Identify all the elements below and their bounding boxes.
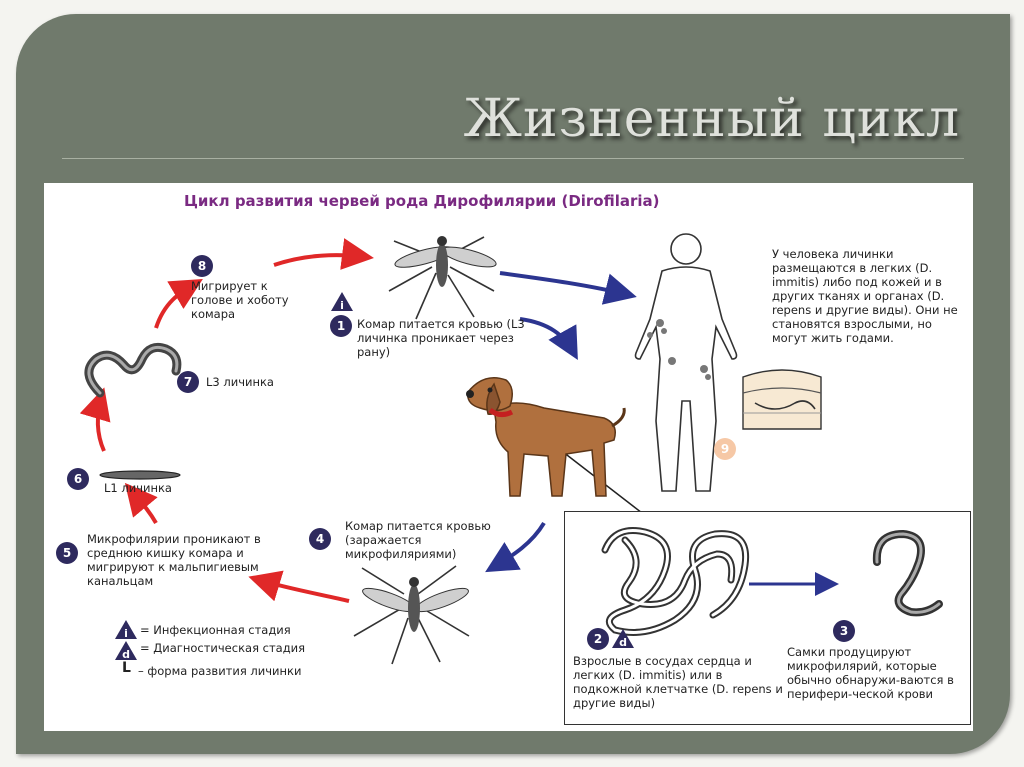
arrow-7-to-8: [154, 278, 203, 329]
lifecycle-figure: Цикл развития червей рода Дирофилярии (D…: [44, 183, 973, 731]
arrow-8-to-1: [273, 238, 374, 270]
step-5-text: Микрофилярии проникают в среднюю кишку к…: [87, 532, 261, 588]
skin-section: [742, 369, 822, 430]
l3-larva-worm: [84, 342, 182, 398]
arrow-1-to-dog: [519, 317, 578, 360]
svg-text:i: i: [340, 299, 344, 312]
step-8-text: Мигрирует к голове и хоботу комара: [191, 279, 289, 321]
step-5-badge: 5: [56, 542, 78, 564]
infective-stage-icon: i: [331, 292, 353, 312]
legend-l-symbol: L: [122, 660, 131, 676]
step-2-badge: 2: [587, 628, 609, 650]
figure-title: Цикл развития червей рода Дирофилярии (D…: [184, 192, 660, 210]
legend-diagnostic-icon: d: [115, 641, 137, 661]
adult-worms-inset: 2 d Взрослые в сосудах сердца и легких (…: [564, 511, 971, 725]
legend-l-text: – форма развития личинки: [138, 664, 302, 678]
step-8-badge: 8: [191, 255, 213, 277]
arrow-5-to-6: [124, 482, 158, 524]
human-figure: [634, 233, 738, 492]
dog-illustration: [466, 377, 626, 497]
step-6-text: L1 личинка: [104, 481, 172, 495]
arrow-6-to-7: [79, 387, 111, 452]
step-2-text: Взрослые в сосудах сердца и легких (D. i…: [573, 654, 783, 710]
svg-text:d: d: [122, 648, 130, 661]
legend-infective-text: = Инфекционная стадия: [140, 623, 291, 637]
legend-infective-icon: i: [115, 620, 137, 640]
step-9-badge: 9: [714, 438, 736, 460]
arrow-1-to-human: [499, 271, 637, 305]
arrow-4-to-5: [248, 570, 350, 603]
slide-title: Жизненный цикл: [463, 89, 960, 149]
step-4-badge: 4: [309, 528, 331, 550]
diagnostic-stage-icon: d: [612, 629, 634, 649]
step-7-text: L3 личинка: [206, 375, 274, 389]
step-4-text: Комар питается кровью (заражается микроф…: [345, 519, 491, 561]
step-1-badge: 1: [330, 315, 352, 337]
human-description: У человека личинки размещаются в легких …: [772, 247, 958, 345]
inset-arrow: [749, 572, 839, 596]
svg-text:d: d: [619, 636, 627, 649]
step-3-badge: 3: [833, 620, 855, 642]
microfilaria-female: [872, 529, 943, 617]
title-underline: [62, 158, 964, 159]
step-7-badge: 7: [177, 371, 199, 393]
step-3-text: Самки продуцируют микрофилярий, которые …: [787, 645, 954, 701]
arrow-dog-to-4: [485, 521, 546, 573]
cycle-arrows: [79, 238, 643, 603]
mosquito-bottom: [353, 565, 470, 665]
legend-diagnostic-text: = Диагностическая стадия: [140, 641, 306, 655]
adult-worms-coil: [601, 527, 750, 636]
mosquito-top: [388, 236, 497, 320]
svg-text:i: i: [124, 627, 128, 640]
l1-larva: [99, 470, 181, 480]
step-6-badge: 6: [67, 468, 89, 490]
step-1-text: Комар питается кровью (L3 личинка проник…: [357, 317, 525, 359]
